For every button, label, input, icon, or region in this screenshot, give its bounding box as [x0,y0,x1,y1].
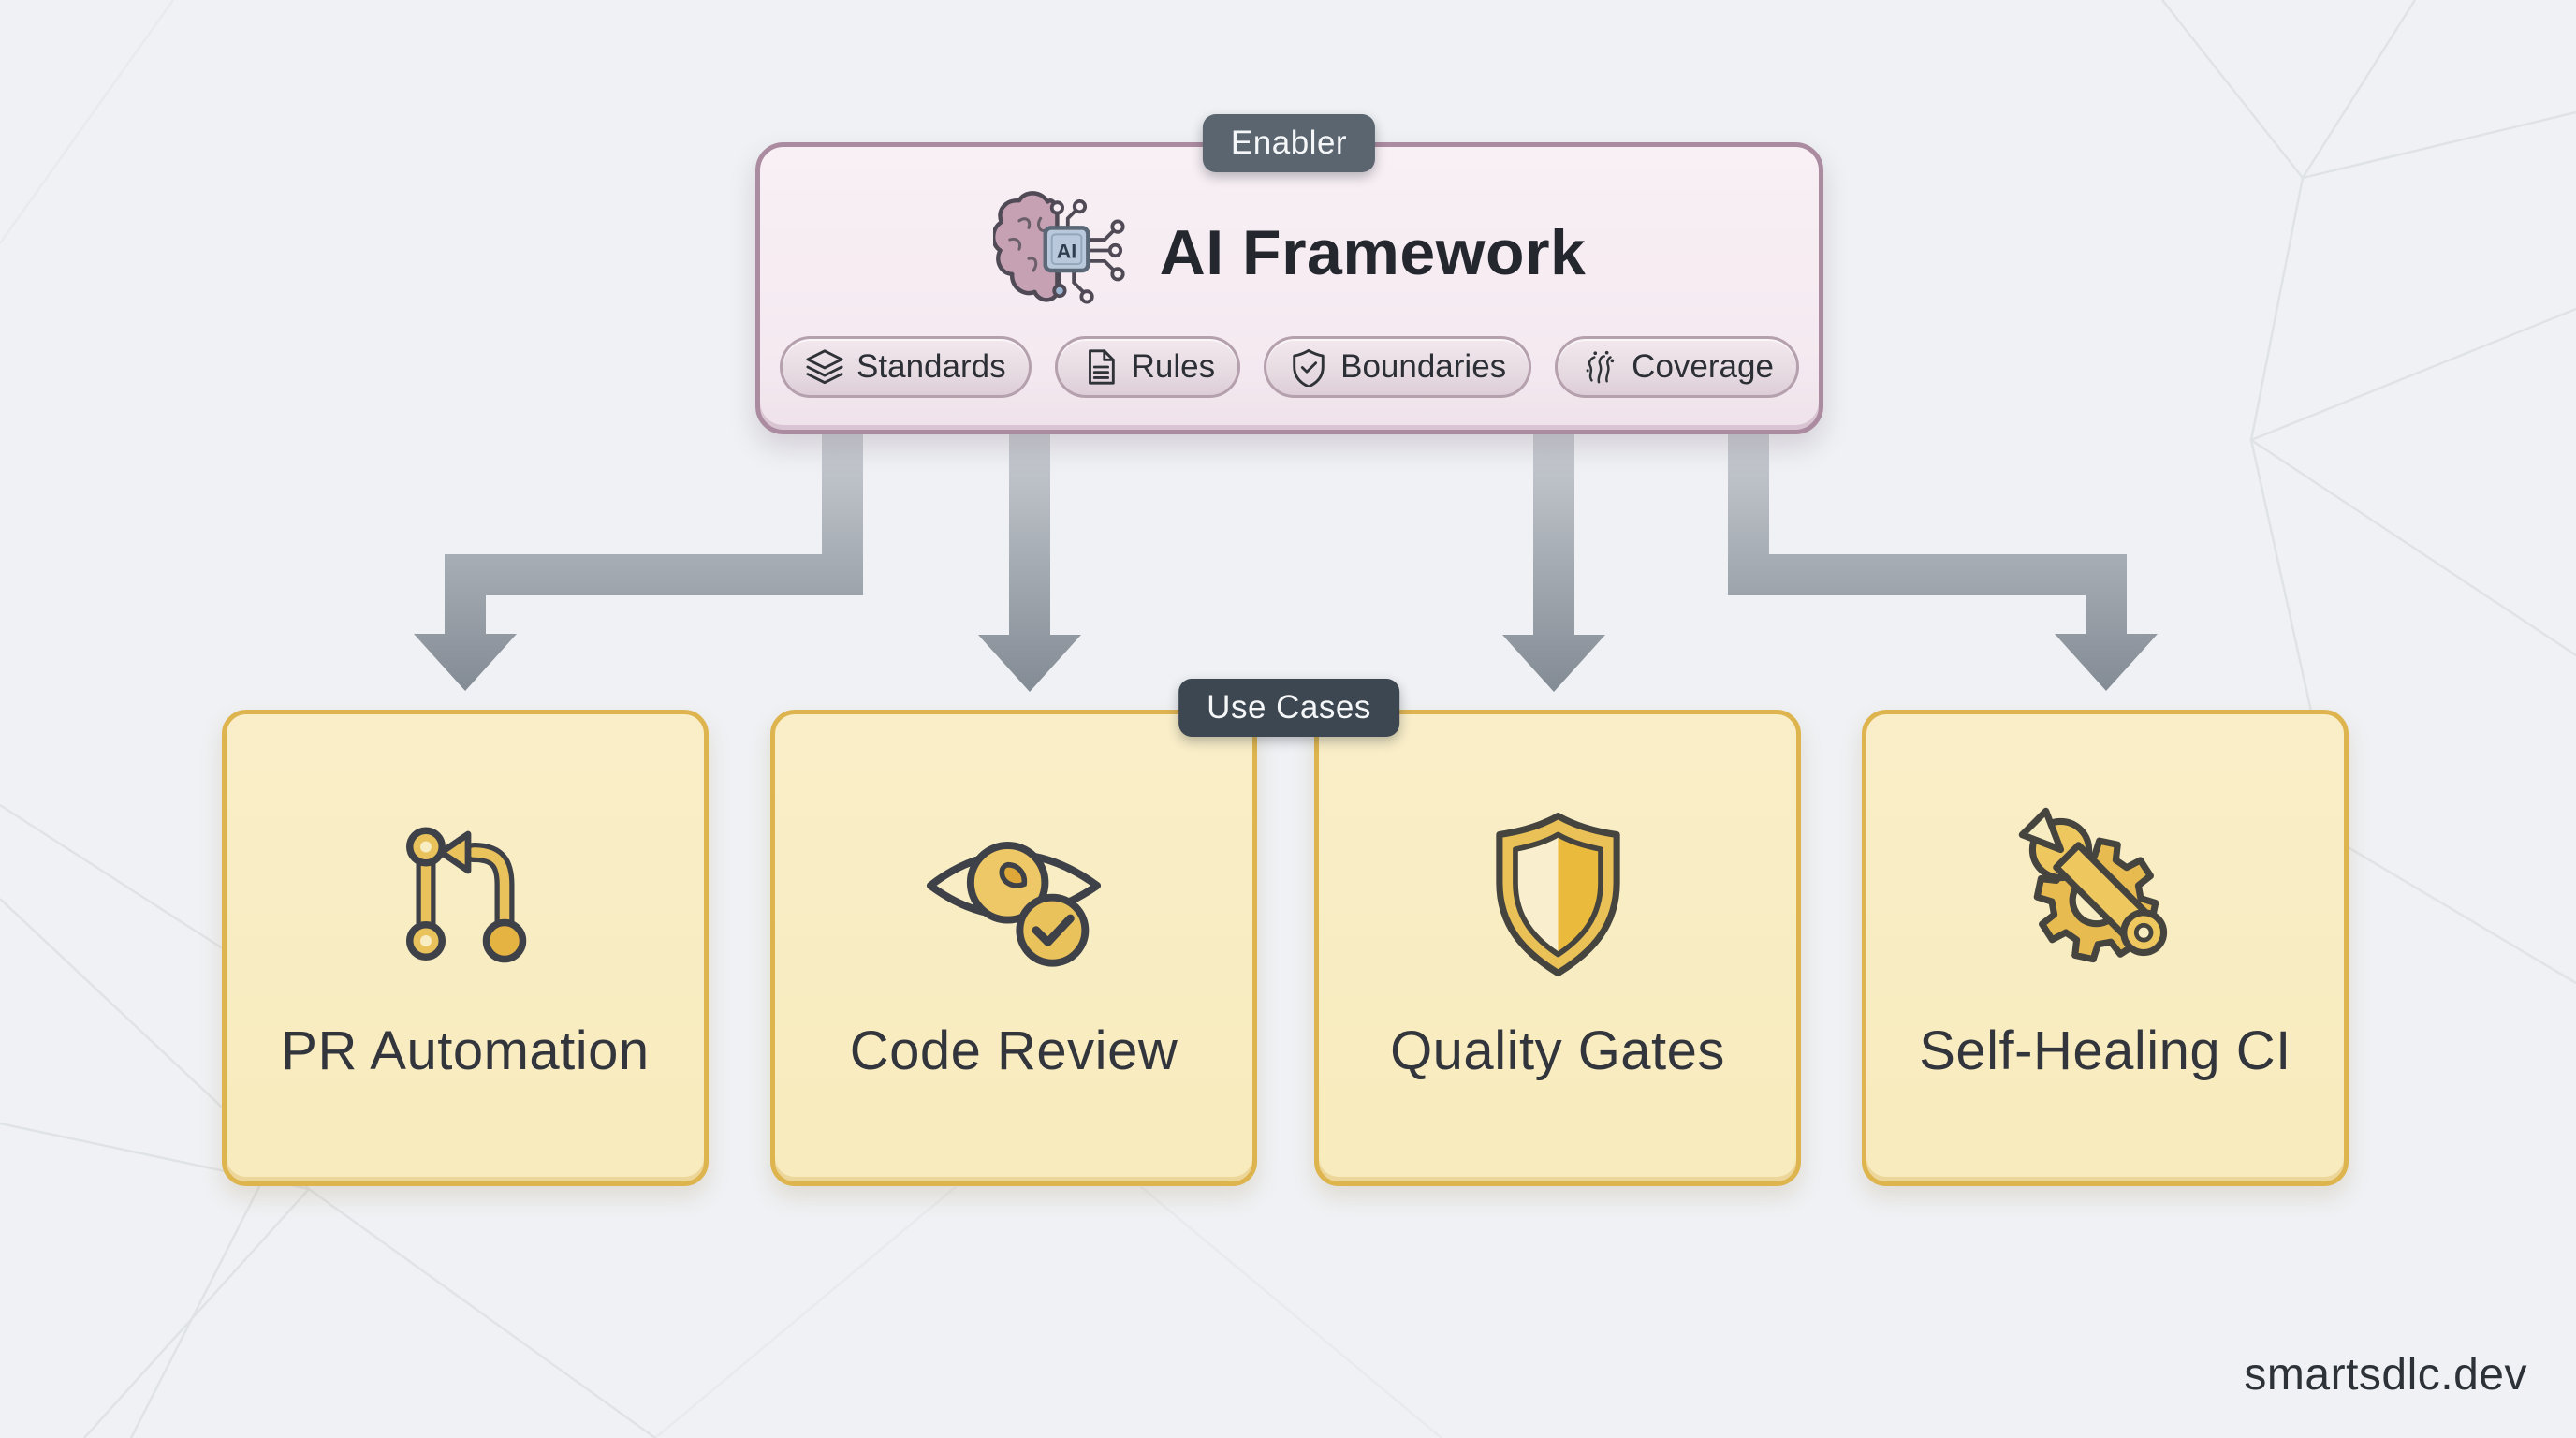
file-text-icon [1088,349,1115,385]
ai-brain-chip-icon: AI [992,191,1125,304]
arrow-to-quality-gates [1502,433,1605,692]
pill-boundaries: Boundaries [1264,336,1532,398]
pill-label: Boundaries [1340,348,1507,385]
git-pull-request-icon [406,827,527,962]
enabler-badge: Enabler [1202,114,1376,172]
pill-standards: Standards [780,336,1032,398]
arrow-to-code-review [978,433,1081,692]
coverage-icon [1586,350,1615,384]
capability-pills: Standards Rules [760,336,1819,398]
shield-check-icon [1293,348,1325,387]
card-quality-gates: Quality Gates [1314,710,1801,1186]
arrow-to-self-healing-ci [1728,433,2158,691]
pill-rules: Rules [1054,336,1241,398]
card-label: Code Review [849,1020,1178,1081]
pill-label: Coverage [1632,348,1774,385]
card-pr-automation: PR Automation [222,710,709,1186]
site-credit: smartsdlc.dev [2244,1350,2527,1400]
eye-check-icon [926,841,1102,967]
card-label: PR Automation [281,1020,650,1081]
svg-text:AI: AI [1056,241,1076,263]
pill-coverage: Coverage [1555,336,1799,398]
arrow-to-pr-automation [414,433,863,691]
shield-icon [1495,812,1620,976]
ai-framework-box: AI AI Framework Standards [755,142,1823,434]
layers-icon [806,349,843,385]
card-label: Quality Gates [1390,1020,1725,1081]
framework-title: AI Framework [1159,217,1587,288]
card-self-healing-ci: Self-Healing CI [1862,710,2349,1186]
card-label: Self-Healing CI [1919,1020,2291,1081]
pill-label: Rules [1131,348,1216,385]
card-code-review: Code Review [770,710,1257,1186]
gear-wrench-icon [2018,807,2168,963]
use-cases-badge: Use Cases [1178,679,1399,737]
pill-label: Standards [856,348,1006,385]
